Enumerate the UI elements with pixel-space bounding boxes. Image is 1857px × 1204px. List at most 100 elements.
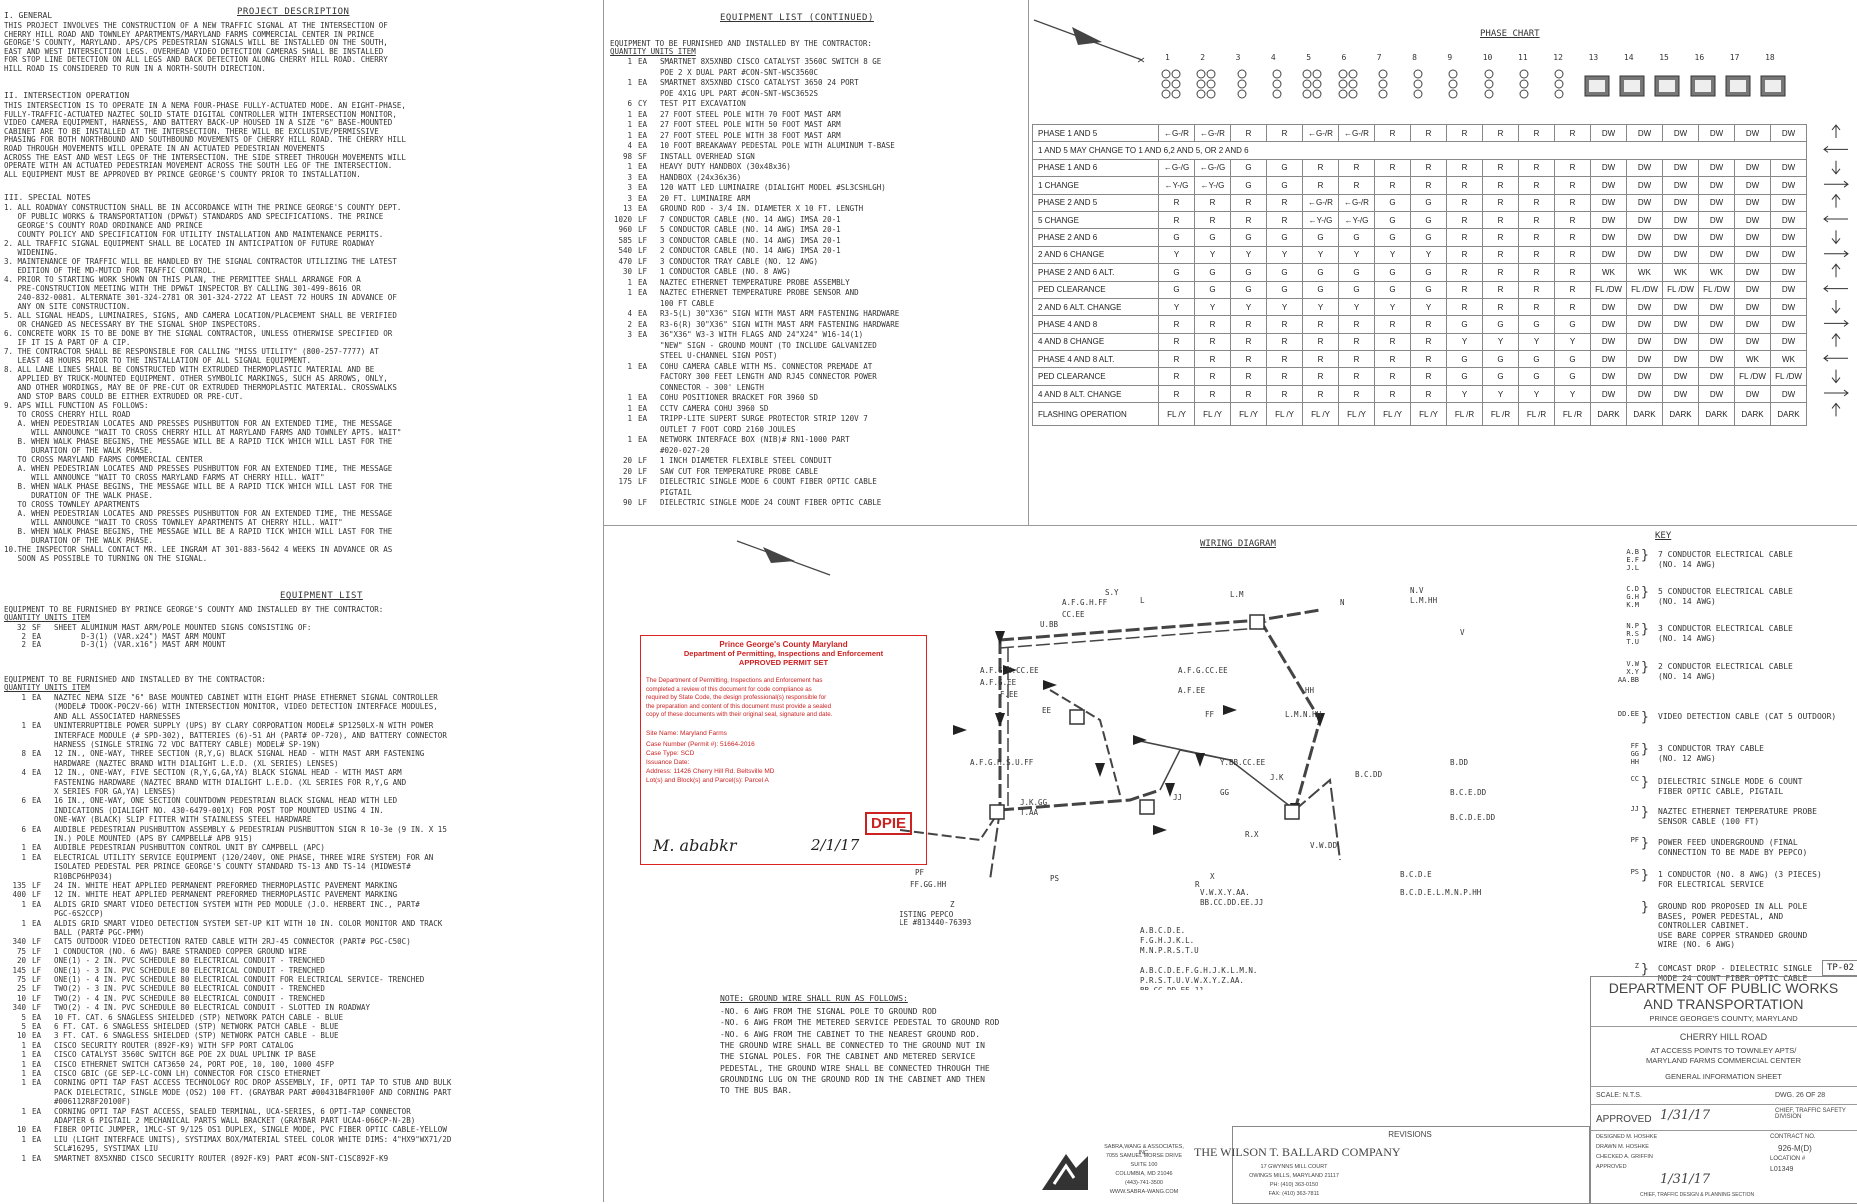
stamp-body-line: the preparation and content of this docu… — [646, 702, 832, 710]
wiring-label: FF — [1205, 710, 1215, 719]
phase-cell: DW — [1698, 158, 1735, 178]
equipment-continued-unit: LF — [638, 246, 648, 255]
contractor-equipment-unit: EA — [32, 1153, 42, 1163]
wiring-label: A.B.C.D.E. — [1140, 926, 1185, 935]
special-note-line: DURATION OF THE WALK PHASE. — [4, 446, 154, 455]
phase-cell: R — [1374, 315, 1411, 334]
phase-cell: R — [1194, 332, 1231, 352]
equipment-continued-qty: 1 — [627, 109, 632, 119]
wiring-label: P.R.S.T.U.V.W.X.Y.Z.AA. — [1140, 976, 1244, 985]
special-note-line: 8. ALL LANE LINES SHALL BE CONSTRUCTED W… — [4, 365, 375, 374]
contractor-equipment-unit: EA — [32, 749, 42, 759]
phase-cell: R — [1518, 193, 1555, 212]
phase-cell: R — [1230, 193, 1267, 212]
chief-signature: 1/31/17 — [1660, 1172, 1711, 1187]
phase-cell: DW — [1734, 123, 1771, 143]
phase-cell: Y — [1554, 384, 1591, 404]
phase-cell: DW — [1626, 245, 1663, 265]
stamp-body-line: required by State Code, the design profe… — [646, 694, 827, 701]
contractor-equipment-item: FASTENING HARDWARE (NAZTEC BRAND WITH DI… — [54, 777, 407, 787]
ground-note-line: PEDESTAL, THE GROUND WIRE SHALL BE CONNE… — [720, 1063, 990, 1073]
wiring-label: B.C.D.E — [1400, 870, 1432, 879]
phase-cell: FL /DW — [1662, 280, 1699, 299]
phase-cell: Y — [1158, 245, 1195, 265]
contractor-equipment-item: SCL#16295, SYSTIMAX LIU — [54, 1144, 158, 1154]
phase-cell: DW — [1662, 176, 1699, 195]
phase-cell: R — [1554, 193, 1591, 212]
phase-cell: R — [1194, 367, 1231, 386]
equipment-continued-item: 5 CONDUCTOR CABLE (NO. 14 AWG) IMSA 20-1 — [660, 225, 841, 234]
contractor-equipment-qty: 1 — [21, 1069, 26, 1078]
sabra-wang-line: WWW.SABRA-WANG.COM — [1109, 1189, 1179, 1195]
sabra-wang-line: COLUMBIA, MD 21046 — [1115, 1171, 1173, 1177]
phase-cell: DARK — [1770, 402, 1807, 427]
ground-note-line: -NO. 6 AWG FROM THE METERED SERVICE PEDE… — [720, 1018, 1000, 1028]
equipment-continued-item: POE 4X1G UPL PART #CON-SNT-WSC3652S — [660, 88, 819, 98]
equipment-continued-qty: 960 — [618, 225, 632, 234]
equipment-continued-item: #020-027-20 — [660, 445, 710, 455]
north-arrow-icon — [1033, 19, 1145, 63]
phase-cell: R — [1158, 193, 1195, 212]
phase-cell: R — [1302, 350, 1339, 369]
wiring-label: A.F.G.EE — [980, 678, 1017, 687]
phase-cell: FL /Y — [1230, 402, 1267, 427]
equipment-continued-unit: EA — [638, 330, 648, 339]
stamp-dept: Department of Permitting, Inspections an… — [683, 649, 884, 658]
cable-run-south-2 — [989, 809, 1001, 881]
phase-cell: R — [1482, 210, 1519, 230]
contractor-equipment-item: ONE(1) - 4 IN. PVC SCHEDULE 80 ELECTRICA… — [54, 975, 425, 984]
contractor-equipment-unit: EA — [32, 1050, 42, 1060]
controller-cabinet-icon — [1069, 709, 1085, 725]
phase-cell: R — [1266, 193, 1303, 212]
contractor-equipment-qty: 135 — [12, 881, 26, 890]
contractor-equipment-qty: 340 — [12, 1003, 26, 1013]
contractor-equipment-item: INTERFACE MODULE (# SPD-302), BATTERIES … — [54, 730, 447, 740]
stamp-address: Address: 11426 Cherry Hill Rd. Beltsvill… — [646, 767, 775, 775]
phase-cell: DW — [1590, 367, 1627, 386]
phase-cell: DW — [1590, 332, 1627, 352]
equipment-continued-unit: EA — [638, 78, 648, 87]
contractor-equipment-heading: EQUIPMENT TO BE FURNISHED AND INSTALLED … — [4, 675, 266, 684]
equipment-continued-item: HEAVY DUTY HANDBOX (30x48x36) — [660, 162, 791, 171]
phase-cell: R — [1302, 315, 1339, 334]
phase-cell: Y — [1158, 297, 1195, 317]
movement-arrow-icon — [1824, 320, 1849, 327]
phase-cell: DW — [1590, 315, 1627, 334]
contract-number: 926-M(D) — [1778, 1144, 1812, 1153]
equipment-continued-unit: EA — [638, 120, 648, 129]
special-note-line: B. WHEN WALK PHASE BEGINS, THE MESSAGE W… — [4, 527, 393, 536]
phase-cell: ←G-/R — [1338, 123, 1375, 143]
contractor-equipment-item: ISOLATED PEDESTAL PER PRINCE GEORGE'S CO… — [54, 862, 411, 872]
special-note-line: PRE-CONSTRUCTION MEETING WITH THE DPW&T … — [4, 284, 361, 293]
special-note-line: APPLIED BY TRUCK-MOUNTED EQUIPMENT. OTHE… — [4, 374, 388, 383]
special-note-line: WIDENING. — [4, 248, 59, 257]
approved-signature: 1/31/17 — [1660, 1108, 1711, 1123]
column-divider-2 — [1028, 0, 1029, 525]
equipment-continued-qty: 1 — [627, 130, 632, 140]
phase-cell: G — [1446, 367, 1483, 386]
special-note-line: 10.THE INSPECTOR SHALL CONTACT MR. LEE I… — [4, 545, 393, 554]
special-note-line: TO CROSS TOWNLEY APARTMENTS — [4, 500, 140, 509]
contractor-equipment-unit: EA — [32, 824, 42, 834]
wiring-label: F.EE — [1000, 690, 1019, 699]
operation-line: ROAD THROUGH MOVEMENTS WILL OPERATE IN A… — [4, 144, 325, 153]
phase-cell: R — [1374, 384, 1411, 404]
wiring-label: EE — [1042, 706, 1052, 715]
phase-cell: FL /DW — [1626, 280, 1663, 299]
special-note-line: B. WHEN WALK PHASE BEGINS, THE MESSAGE W… — [4, 437, 393, 446]
ballard-company: THE WILSON T. BALLARD COMPANY — [1194, 1145, 1401, 1159]
phase-cell: R — [1518, 228, 1555, 247]
wiring-label: EXISTING PEPCO — [900, 910, 954, 919]
contractor-equipment-item: 10 FT. CAT. 6 SNAGLESS SHIELDED (STP) NE… — [54, 1012, 343, 1022]
equipment-continued-item: INSTALL OVERHEAD SIGN — [660, 151, 755, 161]
chief-design: CHIEF, TRAFFIC DESIGN & PLANNING SECTION — [1640, 1192, 1755, 1198]
special-note-line: 6. CONCRETE WORK IS TO BE DONE BY THE SI… — [4, 329, 393, 338]
key-code: PS — [1630, 868, 1639, 876]
wiring-label: A.F.G.H.S.U.FF — [970, 758, 1034, 767]
special-note-line: B. WHEN WALK PHASE BEGINS, THE MESSAGE W… — [4, 482, 393, 491]
contractor-equipment-unit: EA — [32, 1106, 42, 1116]
phase-label-cell: 4 AND 8 ALT. CHANGE — [1032, 384, 1159, 404]
wiring-label: J.K — [1270, 773, 1284, 782]
special-note-line: DURATION OF THE WALK PHASE. — [4, 491, 154, 500]
